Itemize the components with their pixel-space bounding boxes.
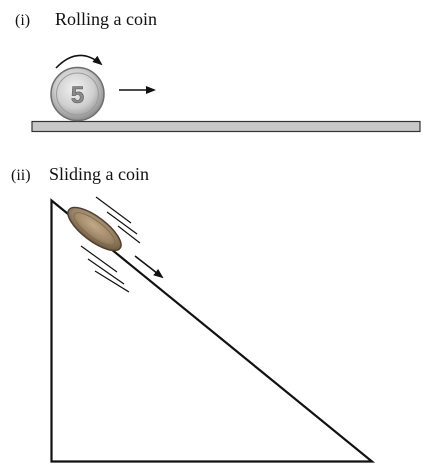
motion-lines-upper [95,196,141,244]
rotation-arrow [55,54,103,69]
figure-i-caption: (i) Rolling a coin [15,9,157,31]
sliding-coin [67,206,122,252]
coin-denomination: 5 [71,82,84,109]
figure-i-number: (i) [15,12,31,29]
ground-surface [31,120,421,133]
motion-lines-lower [80,245,130,293]
inclined-plane [50,198,376,463]
figure-ii-number: (ii) [11,167,31,184]
figure-ii-caption: (ii) Sliding a coin [11,164,149,186]
figure-i-title: Rolling a coin [55,9,157,29]
rolling-coin: 5 [50,66,105,122]
figure-ii-title: Sliding a coin [49,164,149,184]
slide-direction-arrow [134,255,164,279]
